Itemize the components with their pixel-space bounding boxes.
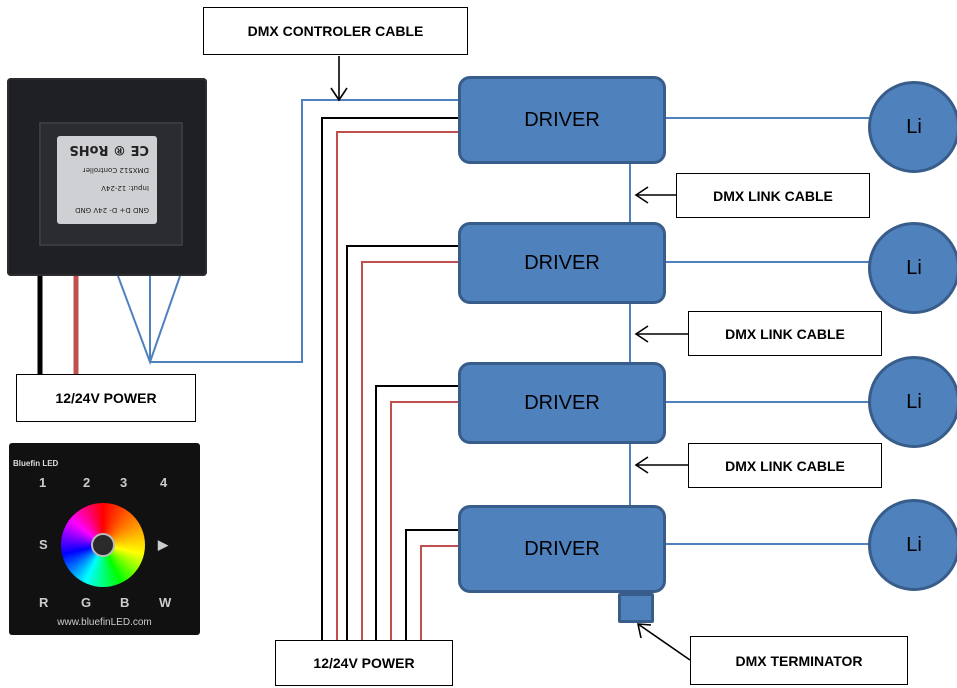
key-g: G xyxy=(81,595,92,610)
key-3: 3 xyxy=(120,475,128,490)
key-w: W xyxy=(159,595,172,610)
dmx-controller-cable xyxy=(117,99,458,365)
sticker-line1: DMX512 Controller xyxy=(82,166,149,174)
label-dmx-link-cable-2: DMX LINK CABLE xyxy=(688,311,882,356)
key-4: 4 xyxy=(160,475,168,490)
label-dmx-link-cable-3: DMX LINK CABLE xyxy=(688,443,882,488)
dmx-terminator xyxy=(618,593,654,623)
light-1: Li xyxy=(868,81,957,173)
color-wheel xyxy=(61,503,145,587)
play-icon: ▶ xyxy=(158,537,168,552)
label-dmx-link-cable-1: DMX LINK CABLE xyxy=(676,173,870,218)
label-dmx-controller-cable: DMX CONTROLER CABLE xyxy=(203,7,468,55)
driver-3: DRIVER xyxy=(458,362,666,444)
light-4: Li xyxy=(868,499,957,591)
driver-1: DRIVER xyxy=(458,76,666,164)
key-1: 1 xyxy=(39,475,47,490)
key-b: B xyxy=(120,595,130,610)
label-power-bottom: 12/24V POWER xyxy=(275,640,453,686)
label-power-top: 12/24V POWER xyxy=(16,374,196,422)
key-r: R xyxy=(39,595,49,610)
driver-2: DRIVER xyxy=(458,222,666,304)
controller-back-sticker: CE ® RoHS DMX512 Controller Input: 12-24… xyxy=(57,136,157,224)
key-s: S xyxy=(39,537,48,552)
driver-4: DRIVER xyxy=(458,505,666,593)
wheel-center xyxy=(91,533,115,557)
sticker-marks: CE ® RoHS xyxy=(69,142,149,157)
callout-arrows xyxy=(330,56,691,661)
brand-url: www.bluefinLED.com xyxy=(57,617,152,628)
bluefin-logo: Bluefin LED xyxy=(13,459,59,468)
light-3: Li xyxy=(868,356,957,448)
sticker-line2: Input: 12-24V xyxy=(101,184,149,192)
key-2: 2 xyxy=(83,475,91,490)
label-dmx-terminator: DMX TERMINATOR xyxy=(690,636,908,685)
controller-front-photo: Bluefin LED 1 2 3 4 S ▶ R G B W www.blue… xyxy=(9,443,200,635)
controller-back-photo: CE ® RoHS DMX512 Controller Input: 12-24… xyxy=(7,78,207,276)
sticker-line3: GND D+ D- 24V GND xyxy=(75,206,149,214)
light-cables xyxy=(666,117,870,545)
light-2: Li xyxy=(868,222,957,314)
power-wires xyxy=(321,117,458,652)
